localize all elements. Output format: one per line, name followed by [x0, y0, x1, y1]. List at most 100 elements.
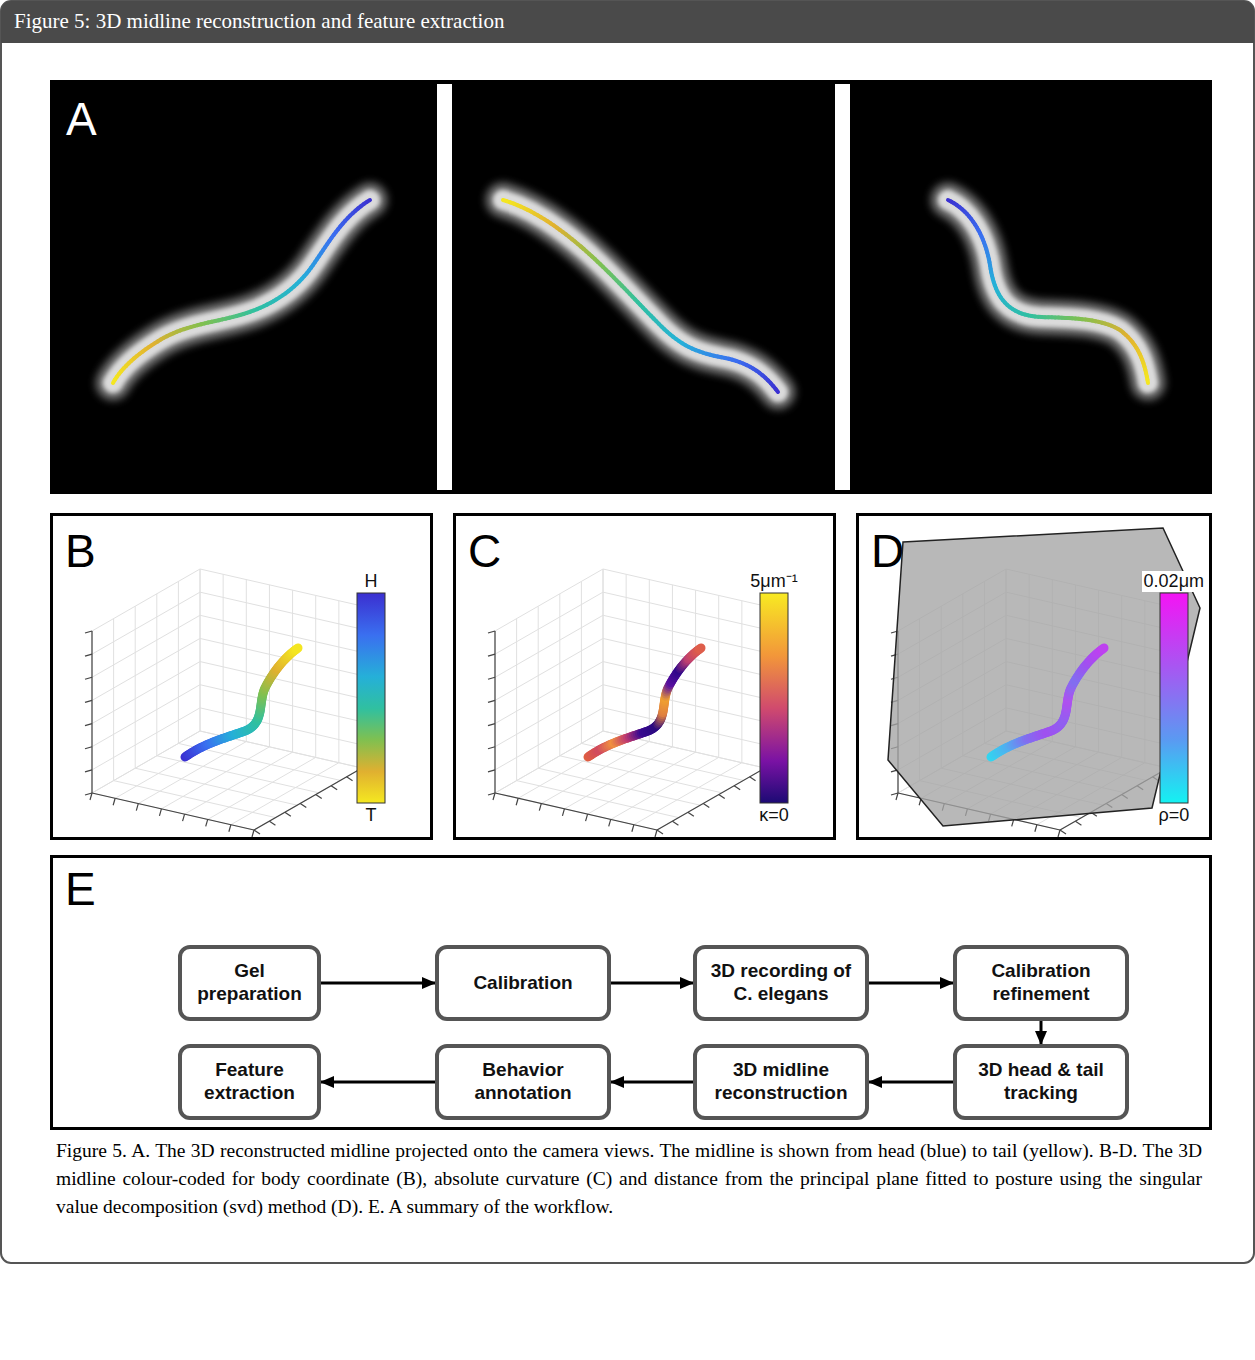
panel-letter: B: [65, 528, 96, 574]
midline-guide: [991, 648, 1104, 757]
grid-line: [246, 580, 247, 742]
axis-tick: [516, 798, 518, 805]
grid-line: [200, 731, 362, 768]
grid-line: [518, 736, 626, 798]
grid-line: [200, 592, 362, 629]
grid-line: [338, 601, 339, 763]
grid-line: [92, 592, 200, 654]
grid-line: [495, 685, 603, 747]
midline-guide: [503, 200, 778, 392]
flow-arrow: [1040, 1021, 1043, 1044]
axis-tick: [1075, 821, 1081, 825]
plot-3d: [85, 569, 385, 837]
axis-tick: [85, 747, 92, 749]
grid-line: [603, 638, 765, 675]
midline-guide: [185, 648, 298, 757]
midline: [1102, 648, 1104, 649]
grid-line: [603, 685, 765, 722]
grid-line: [92, 662, 200, 724]
grid-line: [541, 742, 649, 804]
grid-line: [495, 638, 603, 700]
colorbar: [760, 593, 788, 803]
grid-line: [581, 743, 743, 780]
grid-line: [138, 742, 246, 804]
grid-line: [178, 581, 179, 743]
grid-line: [603, 569, 604, 731]
grid-line: [626, 574, 627, 736]
grid-line: [603, 615, 765, 652]
figure-panel: D0.02μmρ=0: [856, 513, 1212, 840]
axis-line: [494, 631, 495, 793]
grid-line: [200, 638, 362, 675]
figure-panel: B H T: [50, 513, 433, 840]
box-label: 3D midline reconstruction: [705, 1059, 857, 1105]
axis-tick: [1060, 830, 1066, 834]
figure-caption: Figure 5. A. The 3D reconstructed midlin…: [56, 1137, 1202, 1221]
midline: [296, 648, 298, 649]
grid-line: [315, 595, 316, 757]
grid-line: [657, 768, 765, 830]
grid-line: [156, 594, 157, 756]
grid-line: [495, 708, 603, 770]
axis-tick: [488, 747, 495, 749]
panel-letter: C: [468, 528, 501, 574]
grid-line: [92, 631, 93, 793]
grid-line: [649, 580, 650, 742]
worm-body: [503, 200, 778, 392]
axis-tick: [586, 814, 588, 821]
axis-tick: [488, 677, 495, 679]
grid-line: [92, 685, 200, 747]
worm-image: [113, 200, 370, 383]
worm-body: [948, 200, 1148, 383]
axis-tick: [493, 793, 495, 800]
grid-line: [135, 768, 297, 805]
axis-tick: [159, 809, 161, 816]
grid-line: [208, 757, 316, 819]
flow-arrow: [321, 982, 435, 985]
axis-tick: [85, 770, 92, 772]
axis-tick: [206, 819, 208, 826]
axis-tick: [688, 812, 694, 816]
grid-line: [269, 585, 270, 747]
grid-line: [603, 569, 604, 731]
axis-tick: [252, 830, 254, 837]
colorbar-label: 0.02μm: [1142, 571, 1206, 592]
box-label: Feature extraction: [190, 1059, 309, 1105]
grid-line: [185, 752, 293, 814]
axis-tick: [734, 786, 740, 790]
grid-line: [292, 590, 293, 752]
axis-tick: [285, 812, 291, 816]
axis-tick: [85, 724, 92, 726]
box-label: Behavior annotation: [447, 1059, 599, 1105]
axis-tick: [229, 825, 231, 832]
flow-arrow: [321, 1081, 435, 1084]
process-box: Calibration: [435, 945, 611, 1021]
box-label: 3D recording of C. elegans: [705, 960, 857, 1006]
process-box: Behavior annotation: [435, 1044, 611, 1120]
colorbar-label: H: [363, 571, 380, 592]
axis-tick: [750, 777, 756, 781]
axis-line: [495, 793, 657, 830]
grid-line: [603, 592, 765, 629]
grid-line: [695, 590, 696, 752]
grid-line: [672, 585, 673, 747]
box-label: Calibration refinement: [965, 960, 1117, 1006]
process-box: 3D head & tail tracking: [953, 1044, 1129, 1120]
grid-line: [559, 594, 560, 756]
grid-line: [92, 793, 254, 830]
midline-guide: [948, 200, 1148, 383]
grid-line: [200, 731, 362, 768]
grid-line: [495, 592, 603, 654]
image-separator: [835, 84, 850, 490]
figure-panel: A: [50, 80, 1212, 494]
midline: [503, 200, 507, 201]
colorbar-label: T: [364, 805, 379, 826]
midline: [699, 648, 701, 649]
grid-line: [200, 685, 362, 722]
axis-tick: [300, 803, 306, 807]
grid-line: [495, 631, 496, 793]
plot-3d: [488, 569, 788, 837]
grid-line: [588, 752, 696, 814]
axis-tick: [539, 804, 541, 811]
worm-body: [113, 200, 370, 383]
